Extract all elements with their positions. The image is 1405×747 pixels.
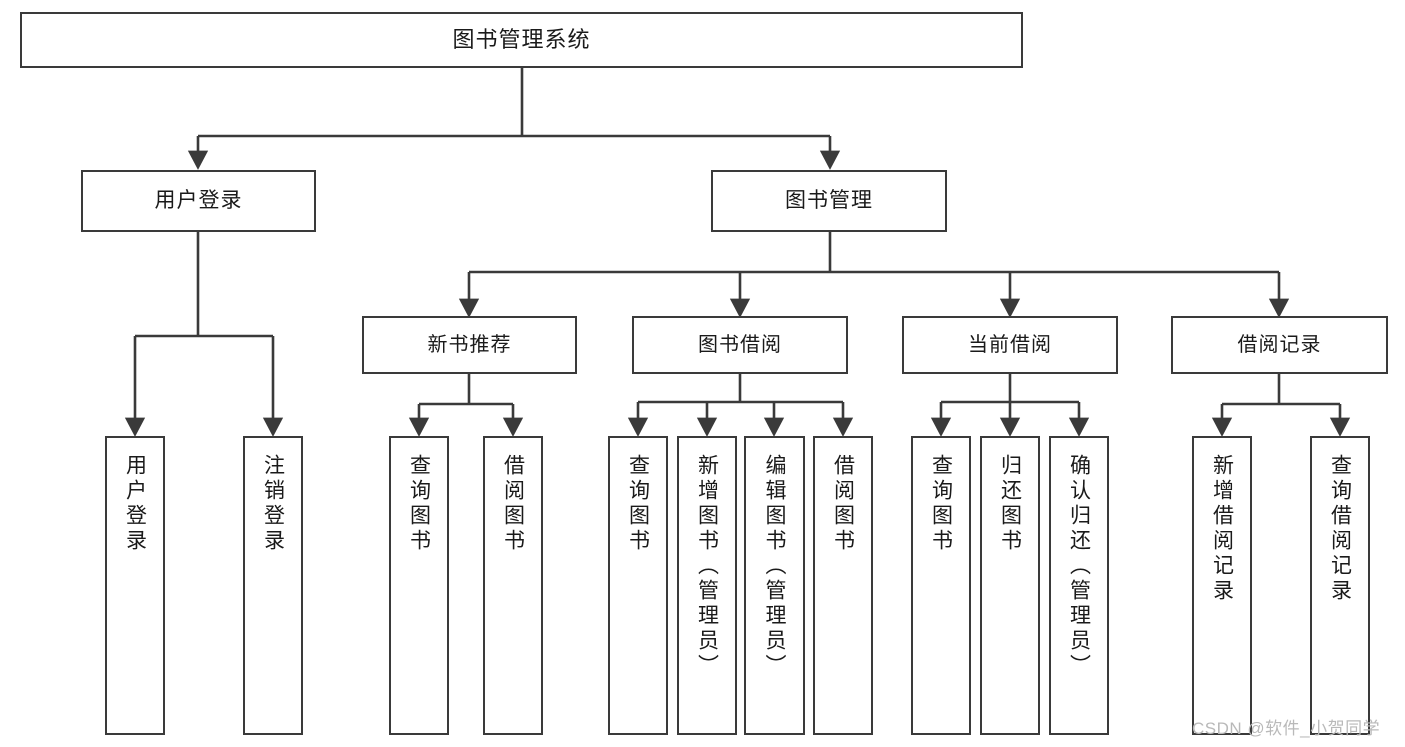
leaf-new-book-borrow[interactable]: 借阅图书 (483, 436, 543, 735)
node-label: 当前借阅 (968, 333, 1052, 356)
watermark: CSDN @软件_小贺同学 (1192, 719, 1381, 738)
node-borrow-record[interactable]: 借阅记录 (1171, 316, 1388, 374)
node-label: 查询借阅记录 (1328, 454, 1352, 604)
leaf-book-borrow-borrow[interactable]: 借阅图书 (813, 436, 873, 735)
node-label: 用户登录 (154, 188, 243, 212)
node-label: 借阅图书 (501, 454, 525, 554)
node-label: 归还图书 (998, 454, 1022, 554)
node-new-book-recommend[interactable]: 新书推荐 (362, 316, 577, 374)
node-label: 图书借阅 (698, 333, 782, 356)
leaf-user-login-login[interactable]: 用户登录 (105, 436, 165, 735)
node-label: 图书管理系统 (452, 27, 591, 53)
leaf-book-borrow-edit[interactable]: 编辑图书（管理员） (744, 436, 805, 735)
node-user-login[interactable]: 用户登录 (81, 170, 316, 232)
leaf-user-login-logout[interactable]: 注销登录 (243, 436, 303, 735)
node-label: 图书管理 (785, 188, 873, 212)
leaf-borrow-record-add[interactable]: 新增借阅记录 (1192, 436, 1252, 735)
node-label: 新书推荐 (427, 333, 512, 356)
node-label: 新增图书（管理员） (695, 454, 719, 679)
leaf-book-borrow-query[interactable]: 查询图书 (608, 436, 668, 735)
node-book-borrow[interactable]: 图书借阅 (632, 316, 848, 374)
node-label: 编辑图书（管理员） (763, 454, 786, 679)
node-label: 新增借阅记录 (1210, 454, 1234, 604)
leaf-borrow-record-query[interactable]: 查询借阅记录 (1310, 436, 1370, 735)
node-label: 借阅图书 (831, 454, 855, 554)
leaf-book-borrow-add[interactable]: 新增图书（管理员） (677, 436, 737, 735)
node-label: 用户登录 (123, 454, 147, 554)
node-label: 查询图书 (929, 454, 953, 554)
leaf-current-borrow-return[interactable]: 归还图书 (980, 436, 1040, 735)
leaf-current-borrow-confirm-return[interactable]: 确认归还（管理员） (1049, 436, 1109, 735)
node-label: 借阅记录 (1237, 333, 1322, 356)
node-root-system[interactable]: 图书管理系统 (20, 12, 1023, 68)
node-current-borrow[interactable]: 当前借阅 (902, 316, 1118, 374)
node-book-management[interactable]: 图书管理 (711, 170, 947, 232)
leaf-new-book-query[interactable]: 查询图书 (389, 436, 449, 735)
node-label: 注销登录 (261, 454, 285, 554)
node-label: 确认归还（管理员） (1067, 454, 1091, 679)
node-label: 查询图书 (407, 454, 431, 554)
leaf-current-borrow-query[interactable]: 查询图书 (911, 436, 971, 735)
node-label: 查询图书 (626, 454, 650, 554)
